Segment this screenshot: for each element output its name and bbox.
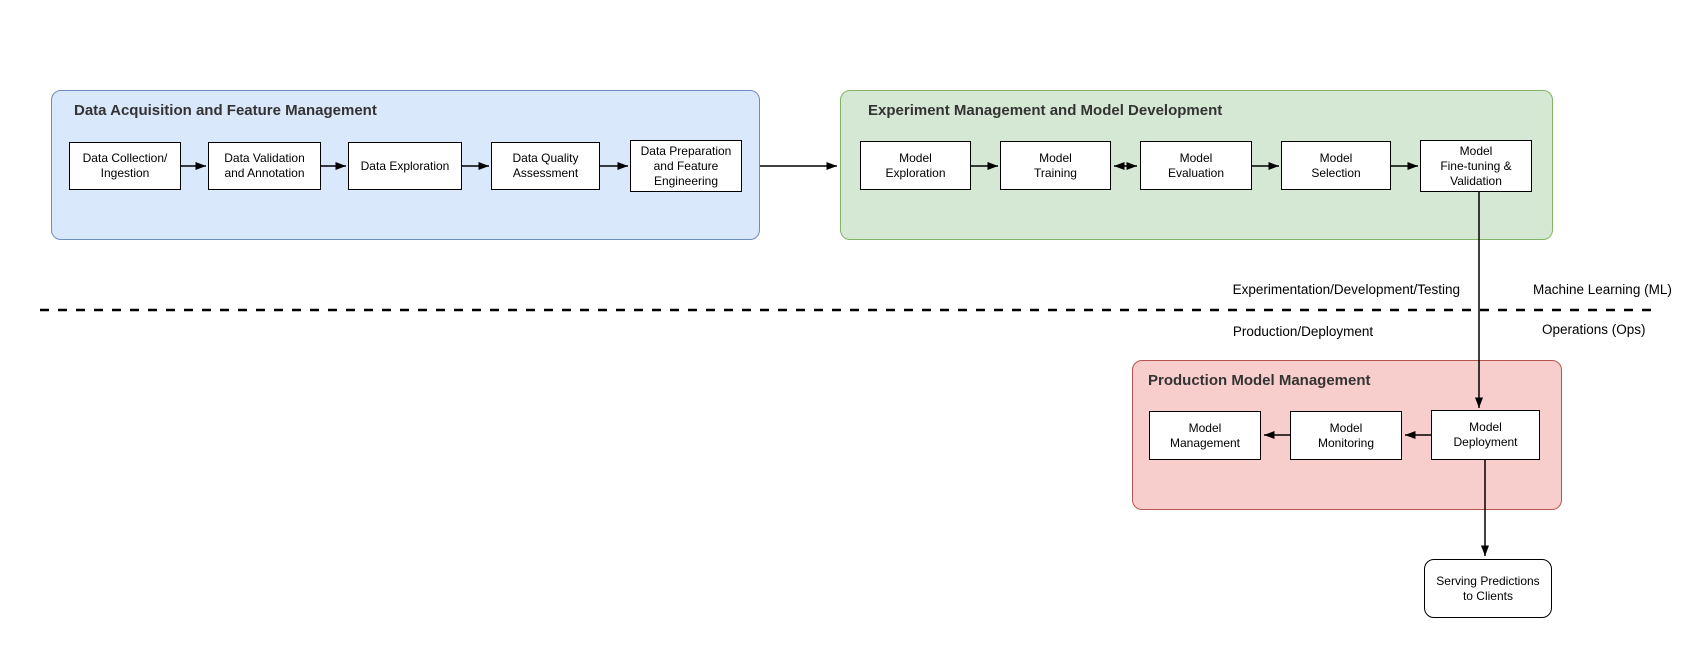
- node-data-quality-assessment: Data Quality Assessment: [491, 142, 600, 190]
- node-model-evaluation: Model Evaluation: [1140, 141, 1252, 190]
- label-experimentation-development-testing: Experimentation/Development/Testing: [1232, 282, 1460, 297]
- node-data-validation-annotation: Data Validation and Annotation: [208, 142, 321, 190]
- node-serving-predictions: Serving Predictions to Clients: [1424, 559, 1552, 618]
- group-title-data-acquisition: Data Acquisition and Feature Management: [74, 102, 377, 119]
- group-title-production-model-management: Production Model Management: [1148, 372, 1371, 389]
- label-production-deployment: Production/Deployment: [1232, 324, 1374, 339]
- node-model-monitoring: Model Monitoring: [1290, 411, 1402, 460]
- node-model-training: Model Training: [1000, 141, 1111, 190]
- node-data-collection-ingestion: Data Collection/ Ingestion: [69, 142, 181, 190]
- node-model-deployment: Model Deployment: [1431, 410, 1540, 460]
- node-data-exploration: Data Exploration: [348, 142, 462, 190]
- label-operations-ops: Operations (Ops): [1542, 322, 1646, 337]
- node-model-exploration: Model Exploration: [860, 141, 971, 190]
- node-model-finetuning-validation: Model Fine-tuning & Validation: [1420, 140, 1532, 192]
- label-machine-learning-ml: Machine Learning (ML): [1533, 282, 1672, 297]
- node-data-preparation-feature-engineering: Data Preparation and Feature Engineering: [630, 140, 742, 192]
- node-model-management: Model Management: [1149, 411, 1261, 460]
- group-title-experiment-management: Experiment Management and Model Developm…: [868, 102, 1223, 119]
- node-model-selection: Model Selection: [1281, 141, 1391, 190]
